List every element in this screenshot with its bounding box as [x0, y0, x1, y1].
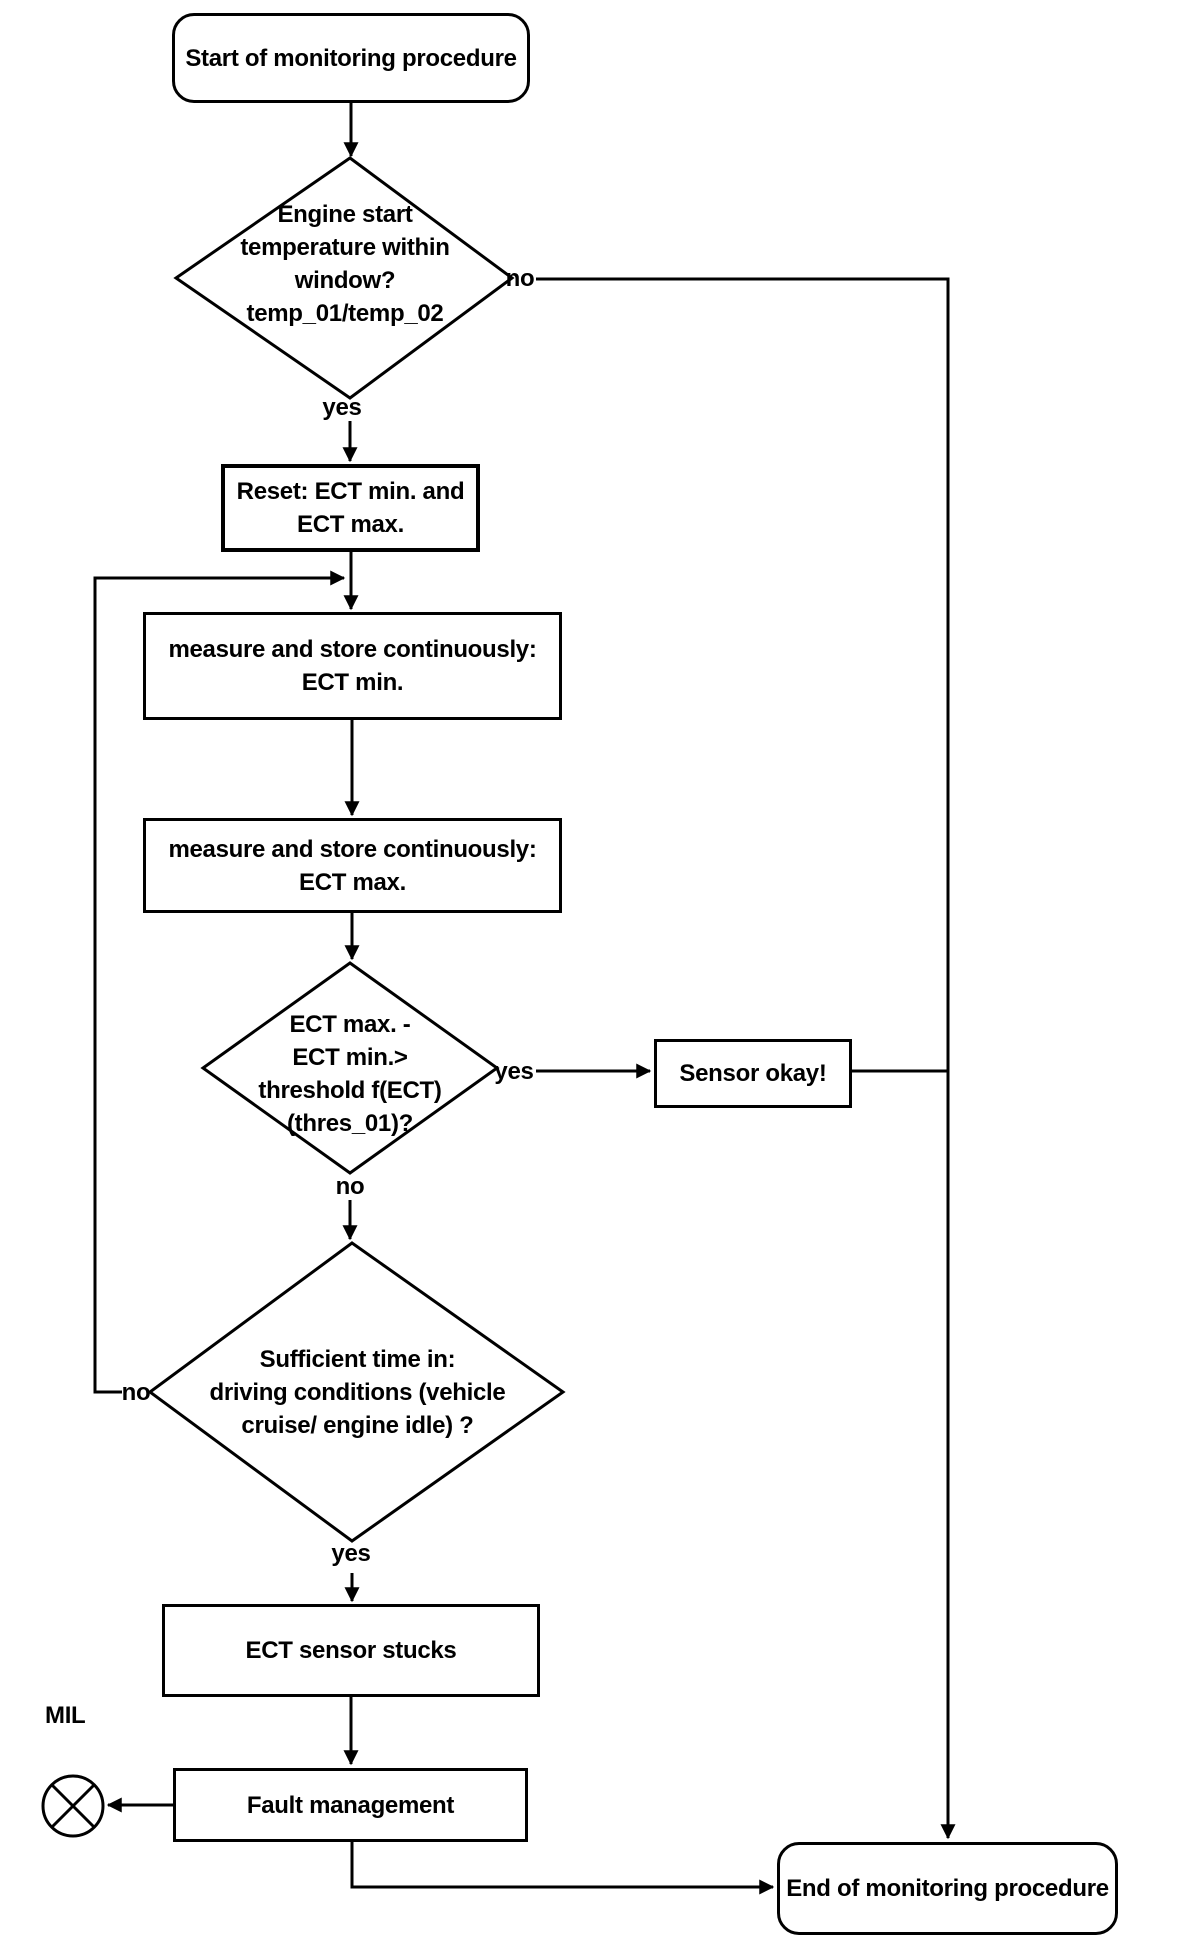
- sensor-stucks-node: ECT sensor stucks: [162, 1604, 540, 1697]
- decision-shapes: [147, 156, 566, 1543]
- sensor-okay-node: Sensor okay!: [654, 1039, 852, 1108]
- edge-sufficient-no-feedback: [93, 570, 346, 1394]
- fault-management-node: Fault management: [173, 1768, 528, 1842]
- measure-max-node: measure and store continuously: ECT max.: [143, 818, 562, 913]
- edge-label-sufficient-yes: yes: [331, 1539, 371, 1567]
- sufficient-time-decision-label: Sufficient time in: driving conditions (…: [209, 1345, 506, 1439]
- engine-temp-decision-shape: [173, 156, 515, 400]
- edge-label-threshold-yes: yes: [494, 1057, 534, 1085]
- threshold-decision-shape: [200, 961, 500, 1175]
- threshold-decision-label: ECT max. - ECT min.> threshold f(ECT) (t…: [258, 1011, 442, 1137]
- mil-lamp-icon: [41, 1774, 105, 1838]
- edge-engine-temp-no-to-end: [536, 277, 956, 1840]
- edge-fault-to-end: [350, 1842, 775, 1895]
- end-node: End of monitoring procedure: [777, 1842, 1118, 1935]
- reset-node: Reset: ECT min. and ECT max.: [221, 464, 480, 552]
- start-node: Start of monitoring procedure: [172, 13, 530, 103]
- mil-label: MIL: [45, 1701, 86, 1729]
- edge-label-engine-temp-yes: yes: [322, 393, 362, 421]
- sufficient-time-decision-shape: [147, 1241, 566, 1543]
- edge-label-threshold-no: no: [335, 1172, 365, 1200]
- edge-label-engine-temp-no: no: [505, 264, 535, 292]
- connectors: [93, 103, 956, 1895]
- edge-label-sufficient-no: no: [121, 1378, 151, 1406]
- engine-temp-decision-label: Engine start temperature within window? …: [240, 200, 450, 327]
- measure-min-node: measure and store continuously: ECT min.: [143, 612, 562, 720]
